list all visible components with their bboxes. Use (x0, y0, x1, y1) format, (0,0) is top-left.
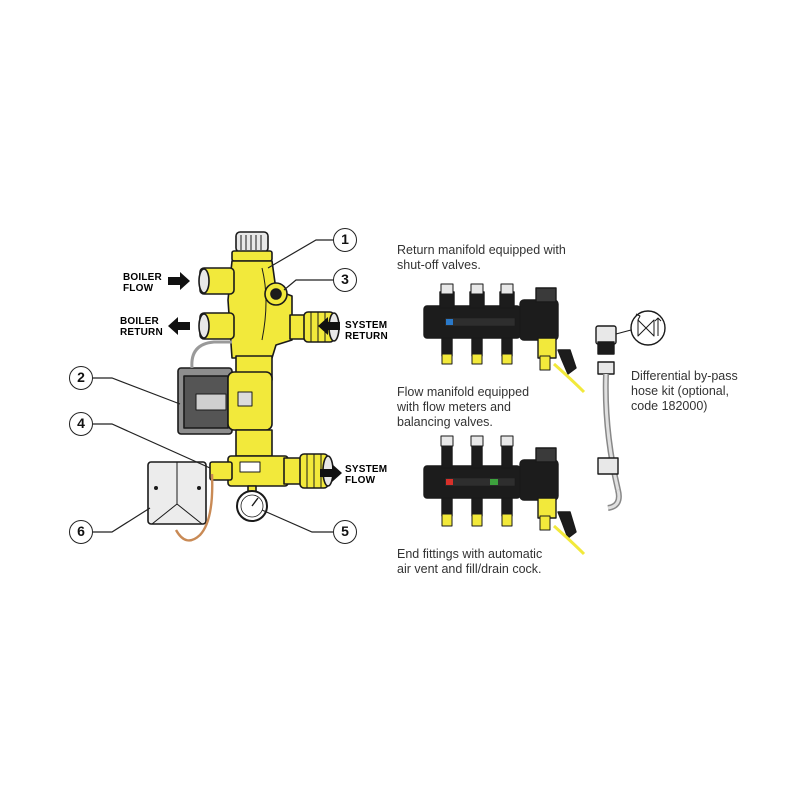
boiler-flow-arrow (168, 272, 190, 290)
boiler-flow-label: BOILER FLOW (123, 272, 162, 294)
boiler-return-fitting (198, 312, 235, 340)
thermostat-box-6 (147, 461, 207, 525)
callout-6: 6 (69, 520, 93, 544)
callout-5: 5 (333, 520, 357, 544)
callout-3: 3 (333, 268, 357, 292)
bypass-valve-symbol-icon (630, 310, 666, 346)
thermostat-cable (174, 473, 214, 542)
bypass-kit-caption: Differential by-pass hose kit (optional,… (631, 369, 738, 413)
circulator-pump (177, 340, 273, 435)
system-flow-tee (209, 453, 334, 489)
flow-manifold (423, 435, 586, 556)
mixing-group-assembly (147, 231, 340, 542)
pressure-gauge-5 (236, 485, 268, 522)
callout-2: 2 (69, 366, 93, 390)
callout-4: 4 (69, 412, 93, 436)
flow-manifold-caption: Flow manifold equipped with flow meters … (397, 385, 530, 429)
thermostatic-knob (231, 231, 273, 262)
system-return-arrow (318, 317, 340, 335)
boiler-return-arrow (168, 317, 190, 335)
system-flow-arrow (320, 464, 342, 482)
return-manifold-caption: Return manifold equipped with shut-off v… (397, 243, 566, 272)
mixing-valve-body (227, 260, 293, 359)
return-manifold (423, 283, 586, 394)
boiler-flow-fitting (198, 267, 235, 295)
end-fittings-caption: End fittings with automatic air vent and… (397, 547, 543, 576)
bypass-valve-3 (264, 282, 288, 306)
system-return-label: SYSTEM RETURN (345, 320, 388, 342)
system-flow-label: SYSTEM FLOW (345, 464, 388, 486)
callout-1: 1 (333, 228, 357, 252)
bypass-hose-kit (595, 310, 666, 511)
boiler-return-label: BOILER RETURN (120, 316, 163, 338)
callout-leaders (93, 239, 333, 533)
flow-arrows (168, 272, 342, 482)
